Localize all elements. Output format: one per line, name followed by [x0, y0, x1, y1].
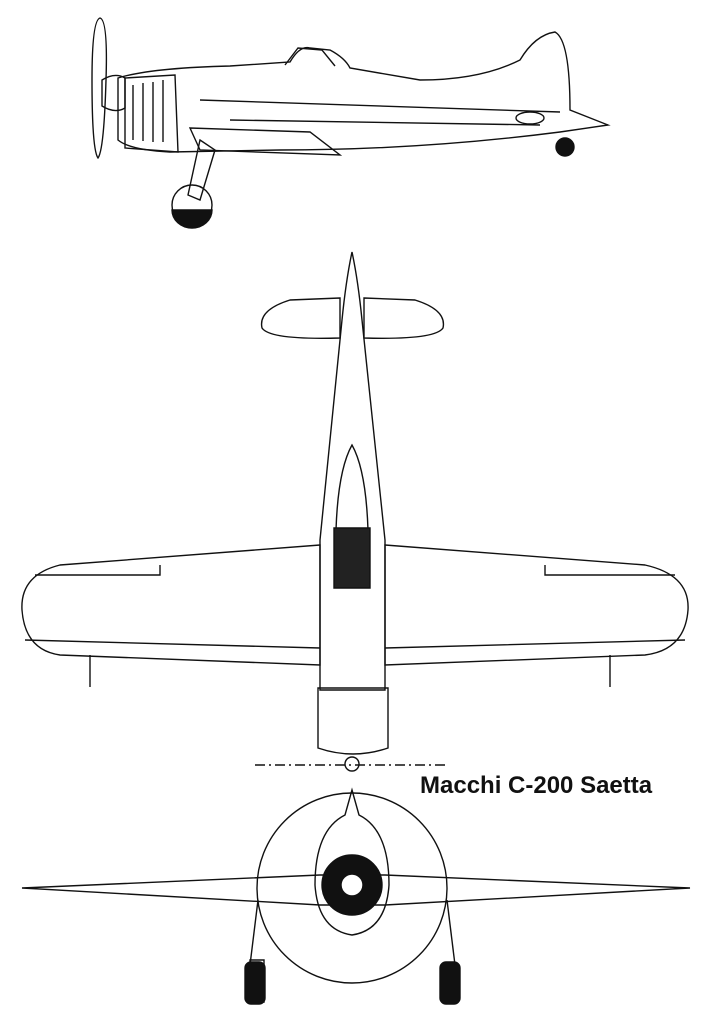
- top-tailplane: [262, 298, 444, 338]
- side-main-wheel-lower: [172, 210, 212, 228]
- side-propeller: [92, 18, 106, 158]
- top-spinner: [345, 757, 359, 771]
- top-fuselage: [320, 252, 385, 690]
- side-canopy: [285, 48, 335, 66]
- side-engine-cowling: [125, 75, 178, 152]
- side-roundel: [516, 112, 544, 124]
- top-ailerons: [35, 565, 675, 575]
- top-canopy: [336, 445, 368, 530]
- side-view: [92, 18, 608, 228]
- front-propeller-disc: [257, 793, 447, 983]
- front-fuselage: [315, 790, 389, 935]
- top-wing: [22, 545, 688, 665]
- front-left-wheel: [245, 962, 265, 1004]
- top-view: [22, 252, 688, 771]
- side-panel-lines: [200, 100, 560, 125]
- top-pitot: [90, 655, 610, 687]
- top-cockpit: [334, 528, 370, 588]
- front-right-gear: [447, 900, 455, 965]
- side-main-gear: [188, 140, 215, 200]
- top-engine: [318, 688, 388, 754]
- aircraft-title: Macchi C-200 Saetta: [420, 772, 653, 799]
- front-view: [22, 790, 690, 1004]
- side-engine-cylinders: [133, 80, 163, 142]
- top-flap-lines: [25, 640, 685, 648]
- front-wing: [22, 875, 690, 905]
- front-spinner: [341, 874, 363, 896]
- side-wing: [190, 128, 340, 155]
- side-tail-wheel: [556, 138, 574, 156]
- side-fuselage: [118, 32, 608, 152]
- front-right-wheel: [440, 962, 460, 1004]
